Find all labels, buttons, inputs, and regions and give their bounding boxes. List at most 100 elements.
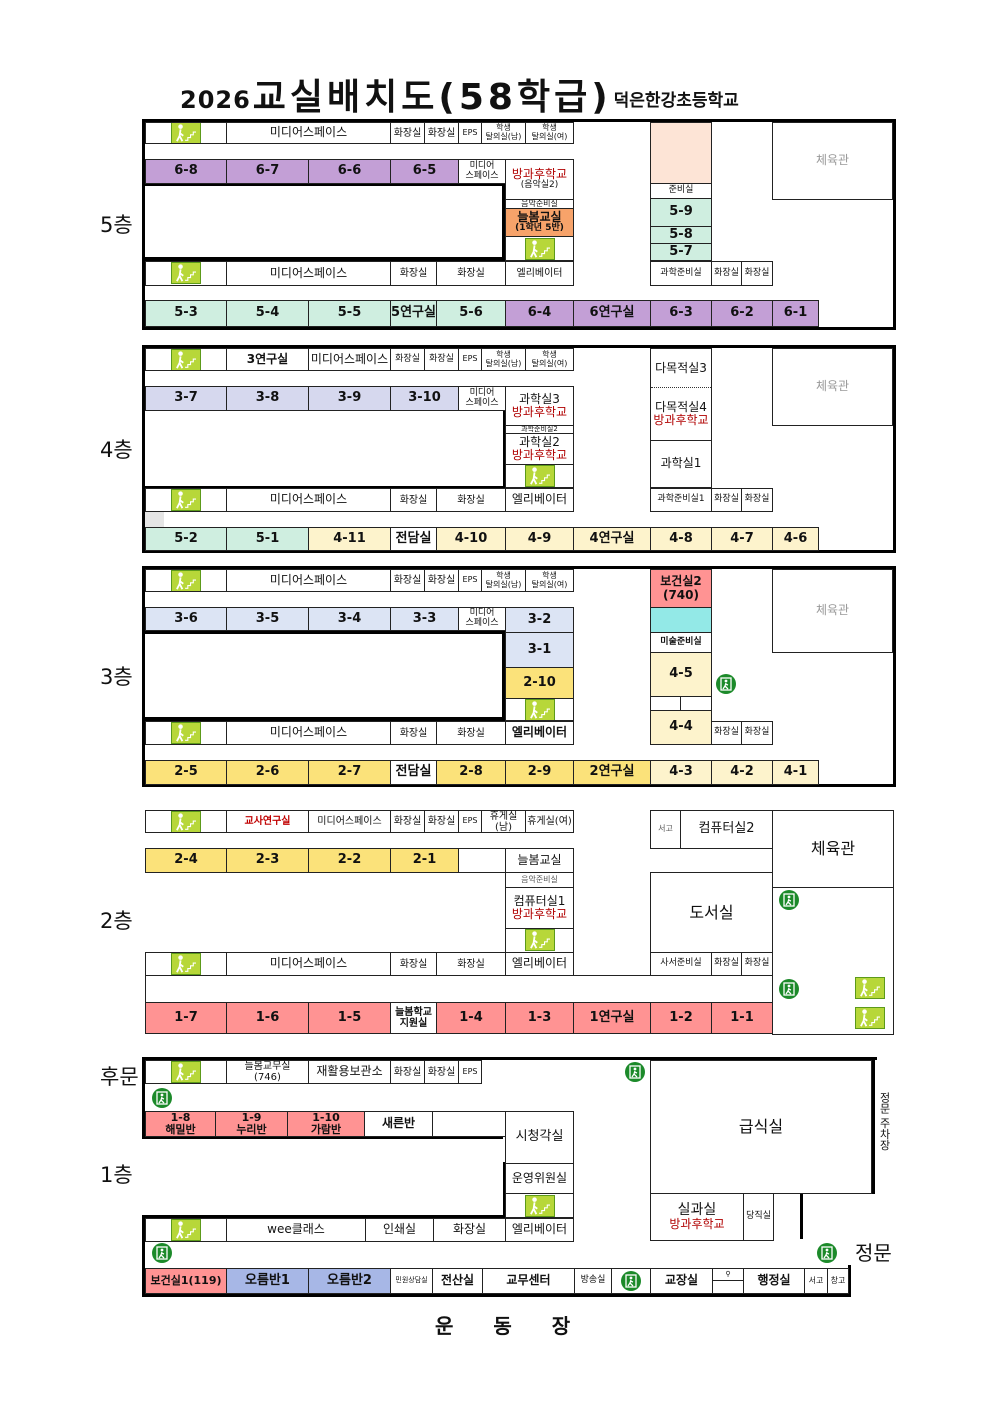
gray-marker — [145, 512, 164, 528]
elevator: 엘리베이터 — [505, 952, 574, 976]
night-duty-room: 당직실 — [743, 1193, 774, 1241]
restroom: 화장실 — [424, 1060, 459, 1084]
eps-room: EPS — [458, 569, 482, 592]
gymnasium: 체육관 — [772, 122, 893, 200]
print-room: 인쇄실 — [365, 1218, 434, 1242]
restroom: 화장실 — [390, 122, 425, 144]
main-gate-parking-label: 정문 주차장 — [878, 1092, 891, 1151]
exit-cell — [611, 1268, 651, 1294]
classroom: 5-3 — [145, 300, 227, 327]
stairs-cell — [145, 488, 227, 512]
classroom: 2-3 — [226, 848, 309, 873]
gymnasium: 체육관 — [772, 810, 894, 888]
science-prep-room-1: 과학준비실1 — [650, 488, 712, 512]
gymnasium: 체육관 — [772, 348, 893, 426]
research-room: 3연구실 — [226, 348, 309, 371]
title-year: 2026 — [180, 86, 251, 114]
stairs-icon — [855, 977, 885, 999]
restroom: 화장실 — [424, 569, 459, 592]
title-main: 교실배치도(58학급) — [252, 77, 612, 118]
restroom: 화장실 — [436, 721, 506, 745]
restroom: 화장실 — [436, 952, 506, 976]
restroom: 화장실 — [741, 488, 773, 512]
stairs-cell — [145, 122, 227, 144]
lounge-female: 휴게실(여) — [525, 810, 574, 833]
classroom: 6-3 — [650, 300, 712, 327]
eps-room: EPS — [458, 348, 482, 371]
emergency-exit-icon — [152, 1243, 172, 1263]
science-room-1: 과학실1 — [650, 440, 712, 488]
classroom: 6-2 — [711, 300, 773, 327]
librarian-prep-room: 사서준비실 — [650, 952, 712, 976]
emergency-exit-icon — [779, 890, 799, 910]
stairs-cell — [145, 952, 227, 976]
restroom: 화장실 — [711, 488, 742, 512]
classroom: 6-6 — [308, 159, 391, 184]
computer-room-2: 컴퓨터실2 — [680, 810, 773, 849]
classroom: 2-2 — [308, 848, 391, 873]
eps-room: EPS — [458, 810, 482, 833]
classroom: 5-6 — [436, 300, 506, 327]
classroom: 5-9 — [650, 198, 712, 227]
stairs-icon — [525, 465, 555, 487]
empty-room — [432, 1111, 506, 1137]
restroom: 화장실 — [390, 721, 437, 745]
lounge-male: 휴게실(남) — [481, 810, 526, 833]
classroom: 2-10 — [505, 667, 574, 699]
restroom: 화장실 — [436, 261, 506, 286]
classroom: 4-7 — [711, 527, 773, 551]
stairs-cell — [145, 810, 227, 833]
gymnasium: 체육관 — [772, 569, 893, 653]
library: 도서실 — [650, 872, 773, 953]
special-class-garam: 1-10 가람반 — [287, 1111, 365, 1137]
art-prep-room: 미술준비실 — [650, 632, 712, 653]
classroom: 3-3 — [390, 607, 459, 631]
classroom: 6-8 — [145, 159, 227, 184]
oreum-class-2: 오름반2 — [308, 1268, 391, 1294]
classroom: 2-1 — [390, 848, 459, 873]
classroom: 6-5 — [390, 159, 459, 184]
recycling-storage: 재활용보관소 — [308, 1060, 391, 1084]
classroom: 4-11 — [308, 527, 391, 551]
stairs-icon — [525, 929, 555, 951]
restroom: 화장실 — [741, 261, 773, 286]
restroom: 화장실 — [711, 261, 742, 286]
stairs-icon — [525, 1195, 555, 1217]
warehouse: 창고 — [827, 1268, 849, 1294]
stairs-cell — [505, 928, 574, 953]
book-storage: 서고 — [650, 810, 681, 849]
neulbom-classroom: 늘봄교실 — [505, 848, 574, 873]
classroom: 3-4 — [308, 607, 391, 631]
eps-room: EPS — [458, 1060, 482, 1084]
classroom: 3-9 — [308, 386, 391, 411]
stairs-cell — [505, 698, 574, 721]
emergency-exit-icon — [625, 1062, 645, 1082]
stairs-icon — [171, 262, 201, 284]
music-prep-room: 음악준비실 — [505, 872, 574, 888]
floor-label-5: 5층 — [100, 213, 133, 237]
classroom: 4-9 — [505, 527, 574, 551]
page-title: 2026 교실배치도(58학급) 덕은한강초등학교 — [180, 72, 739, 116]
neulbom-support-room: 늘봄학교 지원실 — [390, 1002, 437, 1034]
research-room: 5연구실 — [390, 300, 437, 327]
classroom: 2-4 — [145, 848, 227, 873]
stairs-cell — [145, 261, 227, 286]
specialist-room: 전담실 — [390, 760, 437, 785]
stairs-icon — [171, 489, 201, 511]
locker-room-female: 학생 탈의실(여) — [525, 569, 574, 592]
media-space: 미디어스페이스 — [308, 348, 391, 371]
floor-label-4: 4층 — [100, 438, 133, 462]
classroom: 4-1 — [772, 760, 819, 785]
school-name: 덕은한강초등학교 — [613, 91, 739, 111]
stairs-icon — [855, 1007, 885, 1029]
science-prep-room: 과학준비실 — [650, 261, 712, 286]
elevator: 엘리베이터 — [505, 721, 574, 745]
classroom: 2-7 — [308, 760, 391, 785]
classroom: 5-1 — [226, 527, 309, 551]
restroom: 화장실 — [390, 810, 425, 833]
playground-label: 운동장 — [435, 1314, 611, 1338]
floor-label-1: 1층 — [100, 1163, 133, 1187]
prep-room: 준비실 — [650, 183, 712, 199]
special-class-saereun: 새른반 — [364, 1111, 433, 1137]
